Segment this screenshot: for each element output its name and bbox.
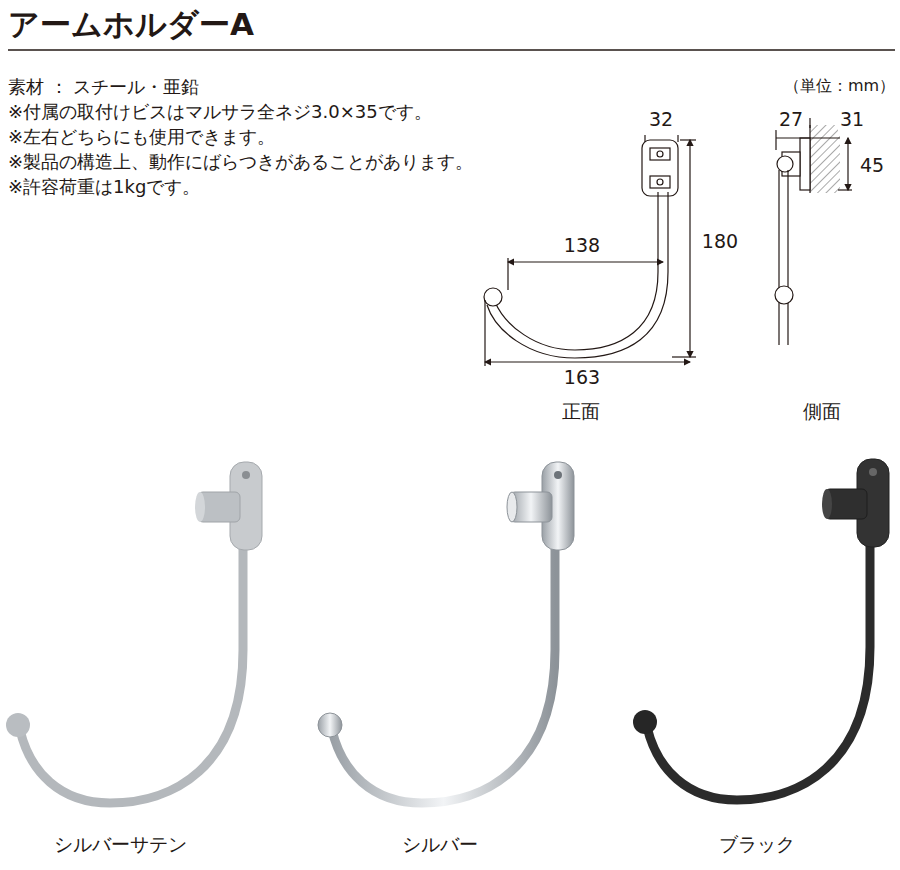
dimension: 32 (647, 108, 675, 131)
dimension: 31 (838, 108, 866, 131)
note-line: ※左右どちらにも使用できます。 (8, 126, 275, 148)
color-name: シルバーサテン (52, 833, 189, 856)
note-line: ※付属の取付けビスはマルサラ全ネジ3.0×35です。 (8, 101, 432, 123)
note-line: ※許容荷重は1kgです。 (8, 176, 200, 198)
color-name: シルバー (400, 833, 480, 856)
note-line: 素材 ： スチール・亜鉛 (8, 76, 199, 98)
page-title: アームホルダーA (8, 6, 254, 43)
view-name: 側面 (801, 400, 843, 423)
color-name: ブラック (717, 833, 797, 856)
note-line: ※製品の構造上、動作にばらつきがあることがあります。 (8, 151, 473, 173)
unit-note: （単位：mm） (784, 76, 895, 95)
dimension: 180 (700, 230, 740, 253)
dimension: 45 (858, 154, 886, 177)
view-name: 正面 (560, 400, 602, 423)
dimension: 138 (562, 234, 602, 257)
dimension: 163 (562, 366, 602, 389)
dimension: 27 (777, 108, 805, 131)
